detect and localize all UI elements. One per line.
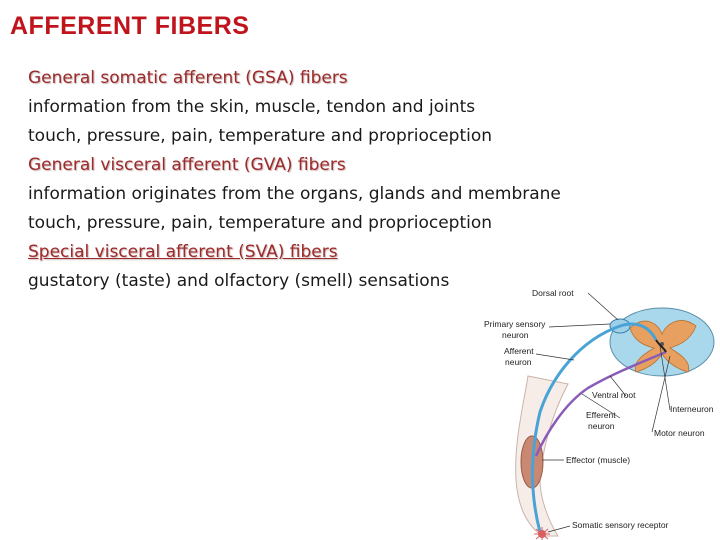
content-list: General somatic afferent (GSA) fibers in… xyxy=(28,64,708,296)
label-primary-sensory-neuron-2: neuron xyxy=(502,330,529,340)
label-ventral-root: Ventral root xyxy=(592,390,636,400)
sva-description: gustatory (taste) and olfactory (smell) … xyxy=(28,271,450,291)
leader-lines xyxy=(535,292,671,533)
gva-description: information originates from the organs, … xyxy=(28,184,561,204)
label-interneuron: Interneuron xyxy=(670,404,714,414)
label-efferent-neuron-2: neuron xyxy=(588,421,615,431)
receptor-icon xyxy=(534,527,550,540)
label-receptor: Somatic sensory receptor xyxy=(572,520,669,530)
label-effector: Effector (muscle) xyxy=(566,455,630,465)
interneuron-path xyxy=(655,339,667,353)
sva-heading: Special visceral afferent (SVA) fibers xyxy=(28,242,338,262)
efferent-pathway xyxy=(534,350,667,457)
gsa-modalities: touch, pressure, pain, temperature and p… xyxy=(28,126,493,146)
label-afferent-neuron-2: neuron xyxy=(505,357,532,367)
label-afferent-neuron: Afferent xyxy=(504,346,534,356)
label-efferent-neuron: Efferent xyxy=(586,410,616,420)
gsa-description: information from the skin, muscle, tendo… xyxy=(28,97,476,117)
label-motor-neuron: Motor neuron xyxy=(654,428,705,438)
spinal-cord-section xyxy=(609,307,715,377)
slide-title: AFFERENT FIBERS xyxy=(10,12,250,40)
gva-modalities: touch, pressure, pain, temperature and p… xyxy=(28,213,493,233)
label-primary-sensory-neuron: Primary sensory xyxy=(484,319,546,329)
afferent-pathway xyxy=(531,322,658,533)
gva-heading: General visceral afferent (GVA) fibers xyxy=(28,155,346,175)
label-dorsal-root: Dorsal root xyxy=(532,288,574,298)
gsa-heading: General somatic afferent (GSA) fibers xyxy=(28,68,348,88)
reflex-arc-diagram: Dorsal root Primary sensory neuron Affer… xyxy=(484,288,715,540)
